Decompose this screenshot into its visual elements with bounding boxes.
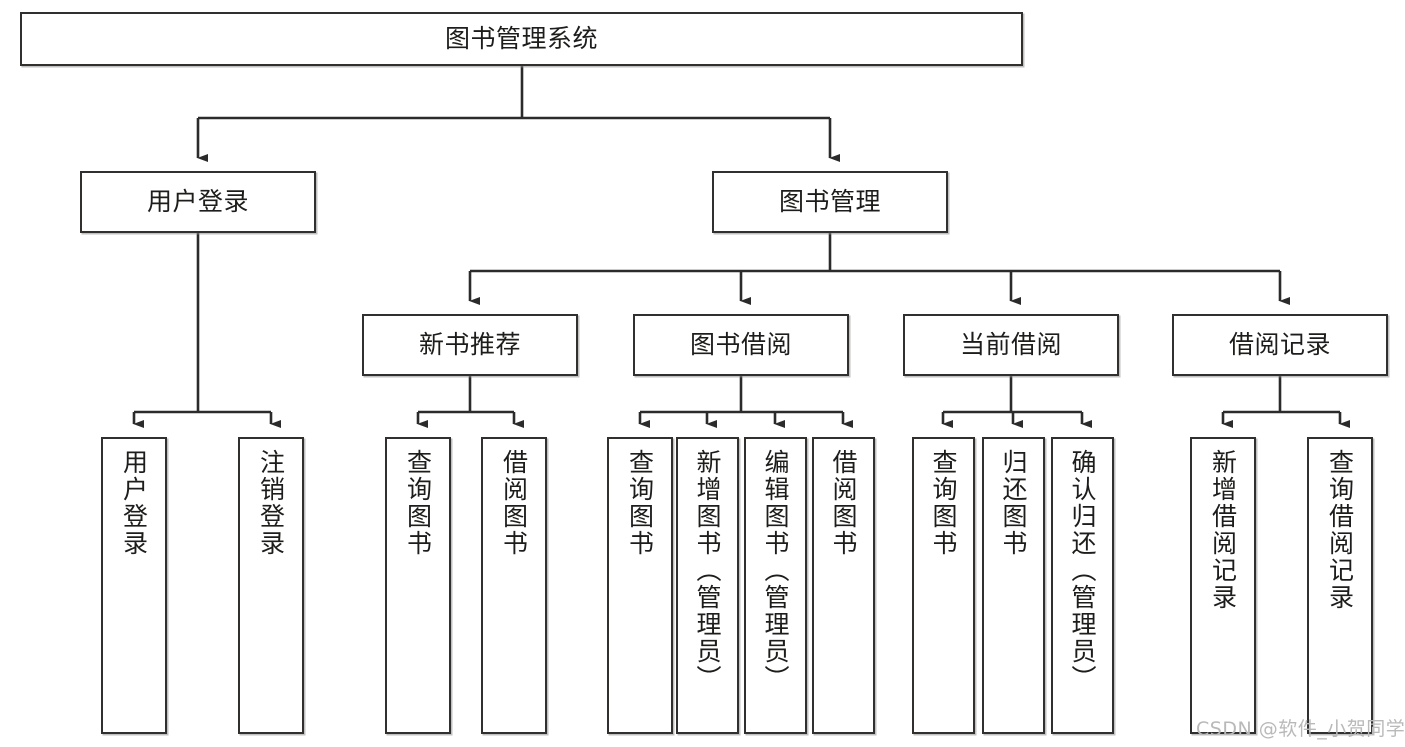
node-leaf-edit-book-label: 编辑图书（管理员） — [761, 449, 790, 692]
node-leaf-confirm-return[interactable]: 确认归还（管理员） — [1051, 437, 1114, 734]
node-leaf-borrow-book-2[interactable]: 借阅图书 — [812, 437, 875, 734]
node-book-borrow[interactable]: 图书借阅 — [633, 314, 849, 376]
node-current-borrow-label: 当前借阅 — [959, 329, 1062, 359]
node-borrow-record[interactable]: 借阅记录 — [1172, 314, 1388, 376]
node-leaf-add-book-label: 新增图书（管理员） — [693, 449, 722, 692]
node-new-book-recommend[interactable]: 新书推荐 — [362, 314, 578, 376]
node-leaf-query-book-1-label: 查询图书 — [403, 449, 433, 557]
node-borrow-record-label: 借阅记录 — [1228, 329, 1331, 359]
node-leaf-return-book-label: 归还图书 — [999, 449, 1028, 557]
node-current-borrow[interactable]: 当前借阅 — [903, 314, 1119, 376]
connector-lines — [132, 66, 1351, 429]
node-book-borrow-label: 图书借阅 — [689, 329, 792, 359]
node-user-login-label: 用户登录 — [146, 186, 249, 216]
node-leaf-query-book-2[interactable]: 查询图书 — [607, 437, 673, 734]
node-book-management[interactable]: 图书管理 — [712, 171, 948, 233]
node-leaf-query-book-3-label: 查询图书 — [929, 449, 958, 557]
node-leaf-borrow-book-1-label: 借阅图书 — [499, 449, 529, 557]
node-root-label: 图书管理系统 — [444, 23, 598, 53]
node-leaf-add-record[interactable]: 新增借阅记录 — [1190, 437, 1256, 734]
node-leaf-query-book-2-label: 查询图书 — [625, 449, 655, 557]
node-leaf-borrow-book-1[interactable]: 借阅图书 — [481, 437, 547, 734]
node-leaf-user-login-label: 用户登录 — [119, 449, 149, 557]
node-leaf-user-logout-label: 注销登录 — [256, 449, 286, 557]
node-root[interactable]: 图书管理系统 — [20, 12, 1023, 66]
node-leaf-user-login[interactable]: 用户登录 — [101, 437, 167, 734]
node-book-management-label: 图书管理 — [778, 186, 881, 216]
node-leaf-query-book-1[interactable]: 查询图书 — [385, 437, 451, 734]
node-leaf-return-book[interactable]: 归还图书 — [982, 437, 1045, 734]
node-leaf-query-record[interactable]: 查询借阅记录 — [1307, 437, 1373, 734]
node-user-login[interactable]: 用户登录 — [80, 171, 316, 233]
node-leaf-confirm-return-label: 确认归还（管理员） — [1068, 449, 1097, 692]
node-leaf-query-book-3[interactable]: 查询图书 — [912, 437, 975, 734]
node-leaf-add-book[interactable]: 新增图书（管理员） — [676, 437, 739, 734]
node-leaf-edit-book[interactable]: 编辑图书（管理员） — [744, 437, 807, 734]
node-leaf-borrow-book-2-label: 借阅图书 — [829, 449, 858, 557]
node-leaf-query-record-label: 查询借阅记录 — [1325, 449, 1355, 611]
node-new-book-recommend-label: 新书推荐 — [418, 329, 521, 359]
node-leaf-add-record-label: 新增借阅记录 — [1208, 449, 1238, 611]
node-leaf-user-logout[interactable]: 注销登录 — [238, 437, 304, 734]
